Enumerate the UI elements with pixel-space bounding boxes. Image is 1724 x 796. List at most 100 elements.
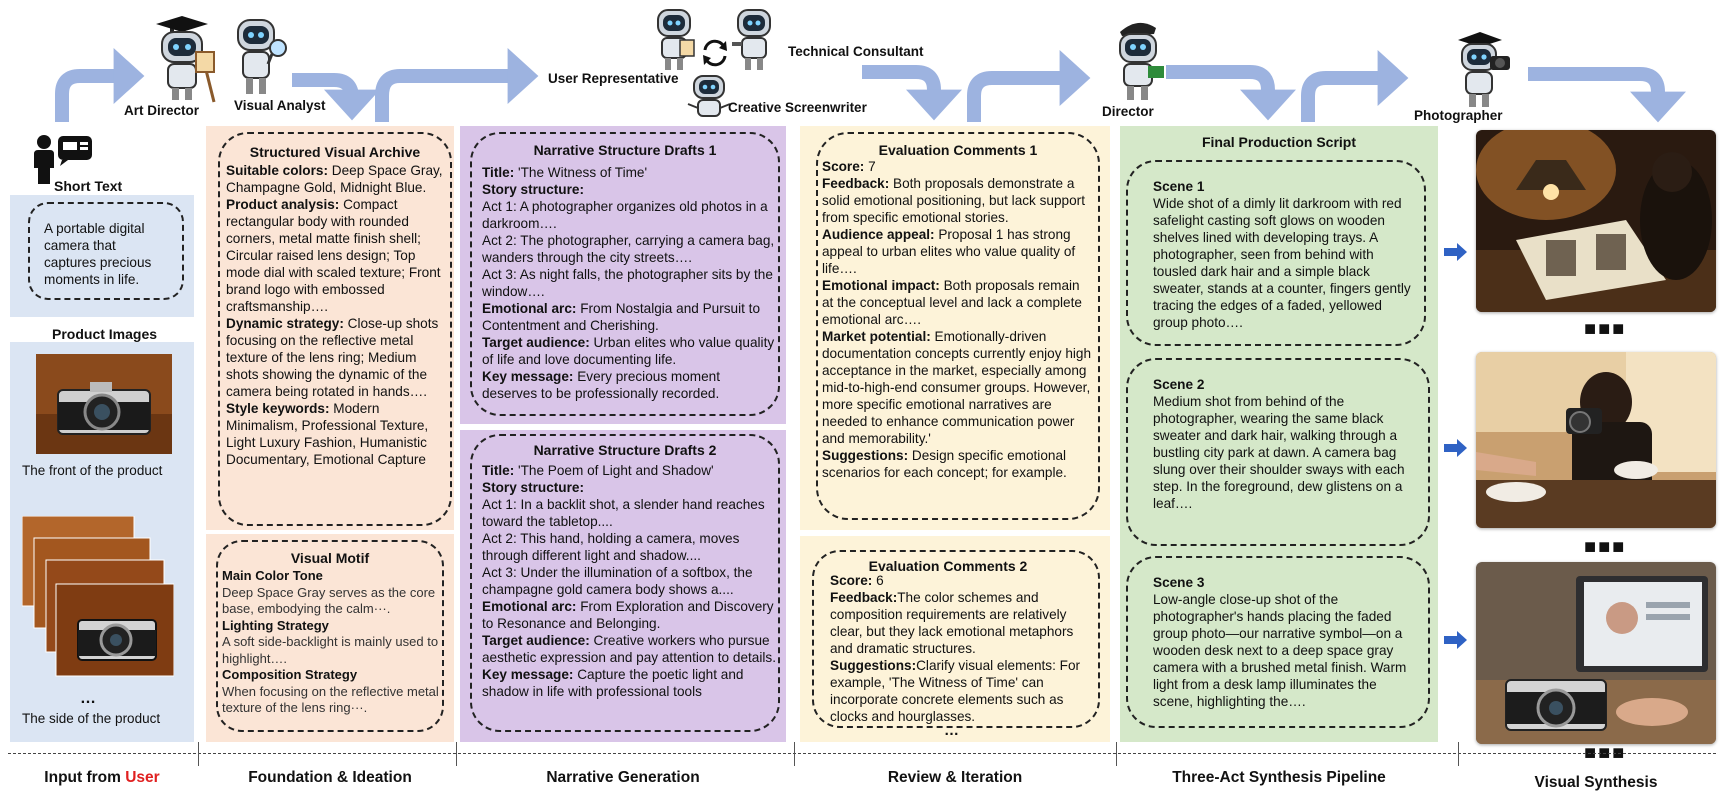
- scene3-box: [1126, 556, 1430, 728]
- product-front-caption: The front of the product: [22, 463, 163, 478]
- stage-foundation: Foundation & Ideation: [248, 769, 412, 786]
- script-title: Final Production Script: [1201, 134, 1356, 150]
- scene1-box: [1126, 160, 1426, 346]
- motif-title: Visual Motif: [290, 550, 370, 566]
- eval2-line: Suggestions:Clarify visual elements: For…: [830, 658, 1081, 724]
- scene3-label: Scene 3: [1153, 575, 1205, 590]
- motif-box: [216, 540, 444, 732]
- eval2-box: [812, 550, 1100, 728]
- stage-input: Input from User: [10, 769, 194, 787]
- draft1-line: Title: 'The Witness of Time': [482, 165, 648, 180]
- flow-arrow-7: [1301, 50, 1409, 122]
- stage-separator: [1458, 742, 1459, 766]
- eval2-line: Feedback:The color schemes and compositi…: [830, 590, 1074, 656]
- stage-visual-synthesis: Visual Synthesis: [1534, 774, 1658, 791]
- archive-item: Product analysis: Compact rectangular bo…: [226, 197, 441, 314]
- draft1-lines: Title: 'The Witness of Time' Story struc…: [482, 164, 778, 402]
- draft2-line: Target audience: Creative workers who pu…: [482, 633, 776, 665]
- eval2-ellipsis: …: [944, 722, 959, 739]
- stage-synthesis-pipeline: Three-Act Synthesis Pipeline: [1172, 769, 1386, 786]
- stage-narrative: Narrative Generation: [546, 769, 700, 786]
- foundation-panel-top: [206, 126, 454, 530]
- eval1-line: Audience appeal: Proposal 1 has strong a…: [822, 227, 1076, 276]
- flow-arrow-6: [1166, 65, 1296, 121]
- eval1-line: Feedback: Both proposals demonstrate a s…: [822, 176, 1085, 225]
- narrative-panel-top: [460, 126, 786, 424]
- script-panel: [1120, 126, 1438, 742]
- stage-input-user: User: [125, 769, 160, 786]
- draft2-line: Act 1: In a backlit shot, a slender hand…: [482, 497, 765, 529]
- role-creative-screenwriter: Creative Screenwriter: [728, 100, 867, 115]
- draft1-line: Act 2: The photographer, carrying a came…: [482, 233, 775, 265]
- foundation-panel-bottom: [206, 534, 454, 742]
- motif-items: Main Color Tone Deep Space Gray serves a…: [222, 568, 442, 717]
- stage-input-prefix: Input from: [44, 769, 126, 786]
- stage-divider-line: [8, 753, 1716, 754]
- product-images-ellipsis: …: [80, 690, 96, 707]
- eval2-lines: Score: 6 Feedback:The color schemes and …: [830, 572, 1098, 725]
- robot-creative-screenwriter-icon: [687, 75, 731, 117]
- review-panel-bottom: [800, 536, 1110, 742]
- draft2-line: Act 3: Under the illumination of a softb…: [482, 565, 753, 597]
- short-text: A portable digital camera that captures …: [44, 221, 152, 287]
- draft2-line: Emotional arc: From Exploration and Disc…: [482, 599, 774, 631]
- short-text-label: Short Text: [54, 178, 123, 194]
- flow-arrow-4: [862, 65, 962, 121]
- narrative-panel-bottom: [460, 430, 786, 742]
- robot-visual-analyst-icon: [237, 19, 287, 94]
- motif-item-text: A soft side-backlight is mainly used to …: [222, 634, 439, 666]
- draft2-box: [470, 434, 780, 732]
- archive-title: Structured Visual Archive: [249, 144, 421, 160]
- robot-director-icon: [1119, 22, 1164, 100]
- eval1-title: Evaluation Comments 1: [878, 142, 1038, 158]
- scene1-text: Wide shot of a dimly lit darkroom with r…: [1153, 196, 1411, 330]
- frame2-more-dots: ■■■: [1584, 536, 1627, 558]
- scene2-text: Medium shot from behind of the photograp…: [1153, 394, 1405, 511]
- arrow-right-icon: [1444, 631, 1467, 649]
- eval1-line: Suggestions: Design specific emotional s…: [822, 448, 1067, 480]
- stage-review: Review & Iteration: [887, 769, 1023, 786]
- product-images-label: Product Images: [52, 326, 158, 342]
- draft1-line: Emotional arc: From Nostalgia and Pursui…: [482, 301, 761, 333]
- draft2-line: Act 2: This hand, holding a camera, move…: [482, 531, 740, 563]
- flow-arrow-3: [375, 48, 539, 122]
- robot-art-director-icon: [156, 16, 216, 103]
- product-side-caption: The side of the product: [22, 711, 161, 726]
- short-text-box: [28, 202, 184, 300]
- eval2-line: Score: 6: [830, 573, 884, 588]
- arrow-right-icon: [1444, 439, 1467, 457]
- archive-item: Style keywords: Modern Minimalism, Profe…: [226, 401, 429, 467]
- scene3-frame-image: [1476, 562, 1716, 744]
- scene1-frame-image: [1476, 130, 1716, 312]
- robot-technical-consultant-icon: [732, 9, 771, 70]
- scene2: Scene 2 Medium shot from behind of the p…: [1153, 376, 1415, 512]
- eval1-line: Emotional impact: Both proposals remain …: [822, 278, 1082, 327]
- motif-item-label: Lighting Strategy: [222, 617, 329, 633]
- draft2-line: Title: 'The Poem of Light and Shadow': [482, 463, 714, 478]
- robot-photographer-icon: [1458, 32, 1510, 107]
- role-art-director: Art Director: [124, 103, 200, 118]
- eval2-title: Evaluation Comments 2: [868, 558, 1028, 574]
- motif-item-text: When focusing on the reflective metal te…: [222, 683, 439, 716]
- scene1-label: Scene 1: [1153, 179, 1205, 194]
- draft2-line: Key message: Capture the poetic light an…: [482, 667, 744, 699]
- flow-arrows: [55, 48, 1686, 123]
- draft1-line: Act 3: As night falls, the photographer …: [482, 267, 773, 299]
- scene2-label: Scene 2: [1153, 377, 1205, 392]
- product-side-images: [22, 516, 174, 677]
- archive-box: [218, 132, 452, 526]
- stage-separator: [1116, 742, 1117, 766]
- draft1-line: Target audience: Urban elites who value …: [482, 335, 775, 367]
- draft1-line: Key message: Every precious moment deser…: [482, 369, 721, 401]
- motif-item-label: Main Color Tone: [222, 568, 323, 583]
- archive-items: Suitable colors: Deep Space Gray, Champa…: [226, 162, 446, 468]
- eval1-box: [816, 132, 1100, 520]
- draft2-line: Story structure:: [482, 480, 584, 495]
- flow-arrow-2: [292, 73, 380, 121]
- scene2-frame-image: [1476, 352, 1716, 528]
- eval1-line: Market potential: Emotionally-driven doc…: [822, 329, 1092, 446]
- scene2-box: [1126, 358, 1430, 546]
- short-text-person-icon: [34, 135, 92, 184]
- stage-separator: [198, 742, 199, 766]
- draft1-line: Story structure:: [482, 182, 584, 197]
